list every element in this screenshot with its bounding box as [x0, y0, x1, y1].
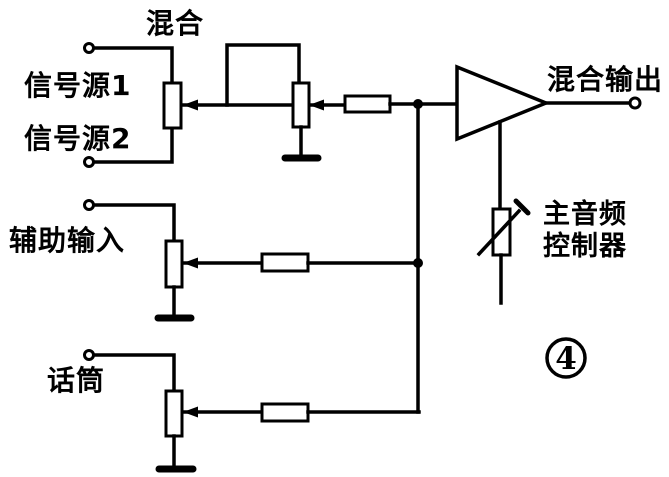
junction-dot — [413, 99, 423, 109]
terminal-signal-source-1 — [83, 42, 95, 54]
wire-signal-source-1 — [92, 46, 174, 85]
label-aux-input: 辅助输入 — [9, 224, 125, 257]
mix-pot-section — [225, 43, 459, 162]
label-signal-source-1: 信号源1 — [24, 69, 131, 102]
summing-resistor-mic — [260, 402, 310, 423]
wiper-arrow-icon — [183, 257, 198, 269]
controller-adjust-diagonal — [476, 208, 522, 257]
aux-input-channel — [83, 199, 420, 322]
label-signal-source-2: 信号源2 — [24, 122, 131, 155]
amplifier-output-section — [455, 64, 642, 305]
summing-bus — [413, 99, 423, 414]
signal-source-channel — [83, 42, 295, 168]
labels: 混合 信号源1 信号源2 辅助输入 话筒 混合输出 主音频 控制器 — [9, 7, 663, 397]
figure-number: 4 — [555, 341, 577, 377]
terminal-output — [628, 96, 642, 110]
label-mixed-output: 混合输出 — [547, 63, 663, 96]
summing-resistor-aux — [260, 252, 310, 273]
terminal-aux-input — [83, 199, 95, 211]
terminal-signal-source-2 — [83, 156, 95, 168]
wire-microphone — [92, 353, 176, 393]
summing-resistor-top — [343, 94, 392, 114]
label-master-audio-line2: 控制器 — [543, 231, 627, 262]
wire-signal-source-2 — [92, 126, 174, 164]
figure-number-circle — [545, 337, 587, 379]
adjust-arrow-icon — [513, 198, 531, 216]
microphone-channel — [83, 349, 421, 473]
terminal-microphone — [83, 349, 95, 361]
mic-level-pot-body — [164, 389, 184, 438]
junction-dot — [413, 258, 423, 268]
wiper-arrow-icon — [309, 99, 324, 111]
figure-number-badge: 4 — [545, 337, 587, 379]
wire-aux-input — [92, 203, 176, 243]
mix-pot-top-loop-wire — [225, 43, 301, 107]
label-microphone: 话筒 — [47, 364, 105, 397]
label-mix: 混合 — [146, 7, 204, 40]
wiper-arrow-icon — [183, 99, 198, 111]
signal-balance-pot-body — [162, 81, 183, 130]
aux-level-pot-body — [164, 239, 184, 289]
wiper-arrow-icon — [183, 406, 198, 418]
label-master-audio-line1: 主音频 — [543, 198, 627, 230]
mix-pot-body — [291, 81, 311, 129]
